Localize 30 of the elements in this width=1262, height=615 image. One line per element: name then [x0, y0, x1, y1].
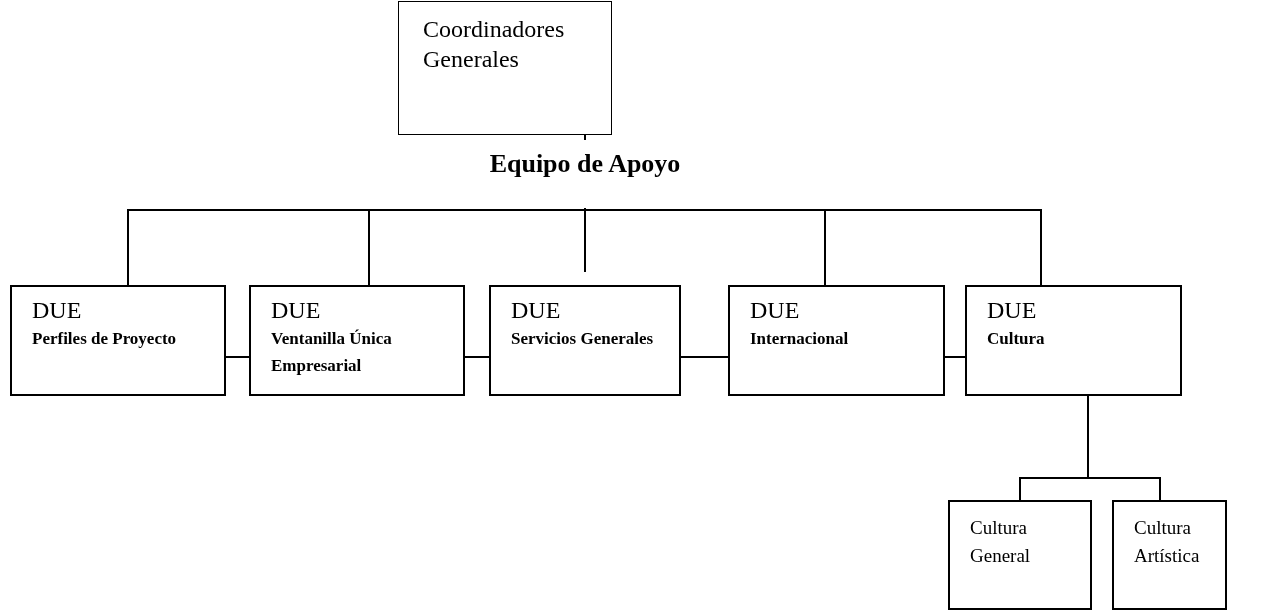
box-title: DUE — [511, 296, 562, 325]
box-title: DUE — [32, 296, 83, 325]
box-subtitle: Cultura — [987, 328, 1046, 350]
box-title: Coordinadores Generales — [423, 15, 566, 74]
connector-line — [368, 207, 586, 286]
group-heading: Equipo de Apoyo — [489, 148, 681, 180]
box-title: Cultura Artística — [1134, 516, 1201, 568]
org-box — [965, 285, 1182, 396]
box-title: DUE — [987, 296, 1038, 325]
box-title: Cultura General — [970, 516, 1032, 568]
connector-line — [464, 356, 490, 358]
box-subtitle: Servicios Generales — [511, 328, 655, 350]
org-box — [489, 285, 681, 396]
connector-line — [584, 207, 1042, 286]
org-box — [728, 285, 945, 396]
connector-line — [680, 356, 729, 358]
org-box — [398, 1, 612, 135]
box-title: DUE — [271, 296, 322, 325]
box-subtitle: Internacional — [750, 328, 850, 350]
org-box — [10, 285, 226, 396]
connector-line — [944, 356, 966, 358]
org-box — [249, 285, 465, 396]
connector-line — [584, 134, 586, 141]
box-subtitle: Perfiles de Proyecto — [32, 328, 178, 350]
connector-line — [1087, 395, 1161, 501]
box-title: DUE — [750, 296, 801, 325]
connector-line — [225, 356, 250, 358]
org-box — [948, 500, 1092, 610]
box-subtitle: Ventanilla Única Empresarial — [271, 328, 393, 377]
org-box — [1112, 500, 1227, 610]
